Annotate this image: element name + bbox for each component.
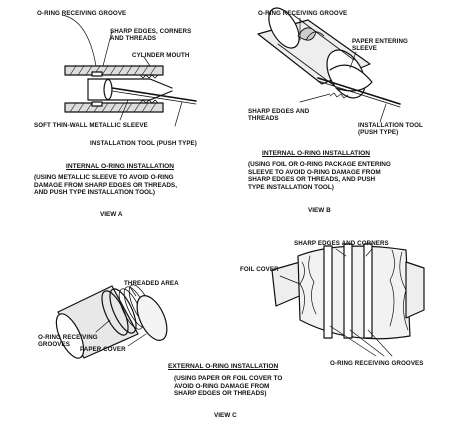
view-c-left-groove-label: O-RING RECEIVING GROOVES <box>38 334 98 349</box>
view-b-tool-label: INSTALLATION TOOL (PUSH TYPE) <box>358 122 423 137</box>
view-c-right-groove-label: O-RING RECEIVING GROOVES <box>330 360 424 367</box>
view-c-right-foil-part <box>271 243 425 357</box>
view-a-cylinder-mouth-label: CYLINDER MOUTH <box>132 52 190 59</box>
view-a-label: VIEW A <box>100 211 123 218</box>
view-c-sharp-edges-label: SHARP EDGES AND CORNERS <box>294 240 389 247</box>
view-b-groove-label: O-RING RECEIVING GROOVE <box>258 10 348 17</box>
view-a-groove-label: O-RING RECEIVING GROOVE <box>37 10 127 17</box>
view-c-paper-cover-label: PAPER COVER <box>80 346 126 353</box>
view-a-tool-label: INSTALLATION TOOL (PUSH TYPE) <box>90 140 197 147</box>
view-b-sharp-edges-label: SHARP EDGES AND THREADS <box>248 108 310 123</box>
view-c-label: VIEW C <box>214 412 237 419</box>
view-b-cylinder-drawing <box>257 7 401 123</box>
view-a-caption: (USING METALLIC SLEEVE TO AVOID O-RING D… <box>34 174 177 197</box>
view-b-paper-sleeve-label: PAPER ENTERING SLEEVE <box>352 38 408 53</box>
view-b-label: VIEW B <box>308 207 331 214</box>
view-a-sleeve-label: SOFT THIN-WALL METALLIC SLEEVE <box>34 122 148 129</box>
view-a-sharp-edges-label: SHARP EDGES, CORNERS AND THREADS <box>110 28 192 43</box>
view-b-title: INTERNAL O-RING INSTALLATION <box>262 150 371 157</box>
view-c-left-threaded-part <box>55 284 168 359</box>
view-c-threaded-area-label: THREADED AREA <box>124 280 179 287</box>
view-c-caption: (USING PAPER OR FOIL COVER TO AVOID O-RI… <box>174 375 283 398</box>
view-b-caption: (USING FOIL OR O-RING PACKAGE ENTERING S… <box>248 161 391 191</box>
view-a-cylinder-drawing <box>61 14 197 127</box>
view-c-foil-cover-label: FOIL COVER <box>240 266 279 273</box>
view-a-title: INTERNAL O-RING INSTALLATION <box>66 163 175 170</box>
view-c-title: EXTERNAL O-RING INSTALLATION <box>168 363 279 370</box>
